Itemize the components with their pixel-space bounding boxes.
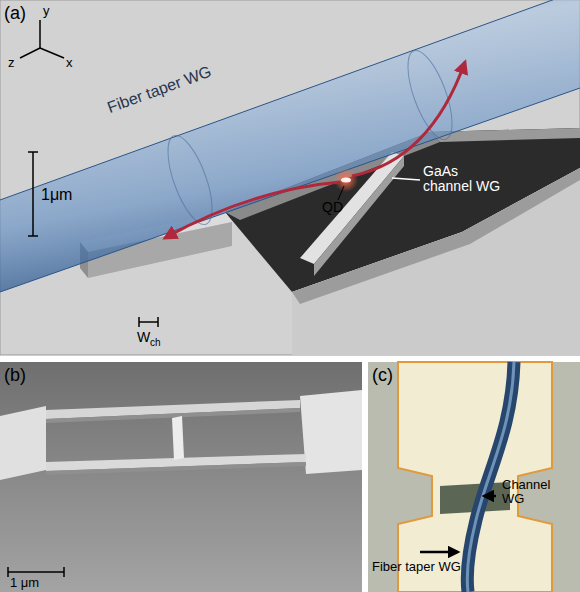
axis-label: y xyxy=(43,4,50,18)
scale-label: 1 μm xyxy=(10,576,39,590)
panel-tag: (c) xyxy=(372,366,393,386)
panel-tag: (b) xyxy=(4,366,26,386)
part-label: GaAs channel WG xyxy=(423,164,501,195)
axis-label: x xyxy=(66,56,73,70)
part-label: Fiber taper WG xyxy=(372,560,462,574)
part-label: Channel WG xyxy=(502,478,562,507)
dimension-label: W xyxy=(137,330,150,345)
part-label: QD xyxy=(322,200,343,215)
panel-tag: (a) xyxy=(4,4,26,24)
axis-label: z xyxy=(8,56,15,70)
dimension-subscript: ch xyxy=(150,337,161,348)
dimension-label: 1μm xyxy=(41,186,72,204)
